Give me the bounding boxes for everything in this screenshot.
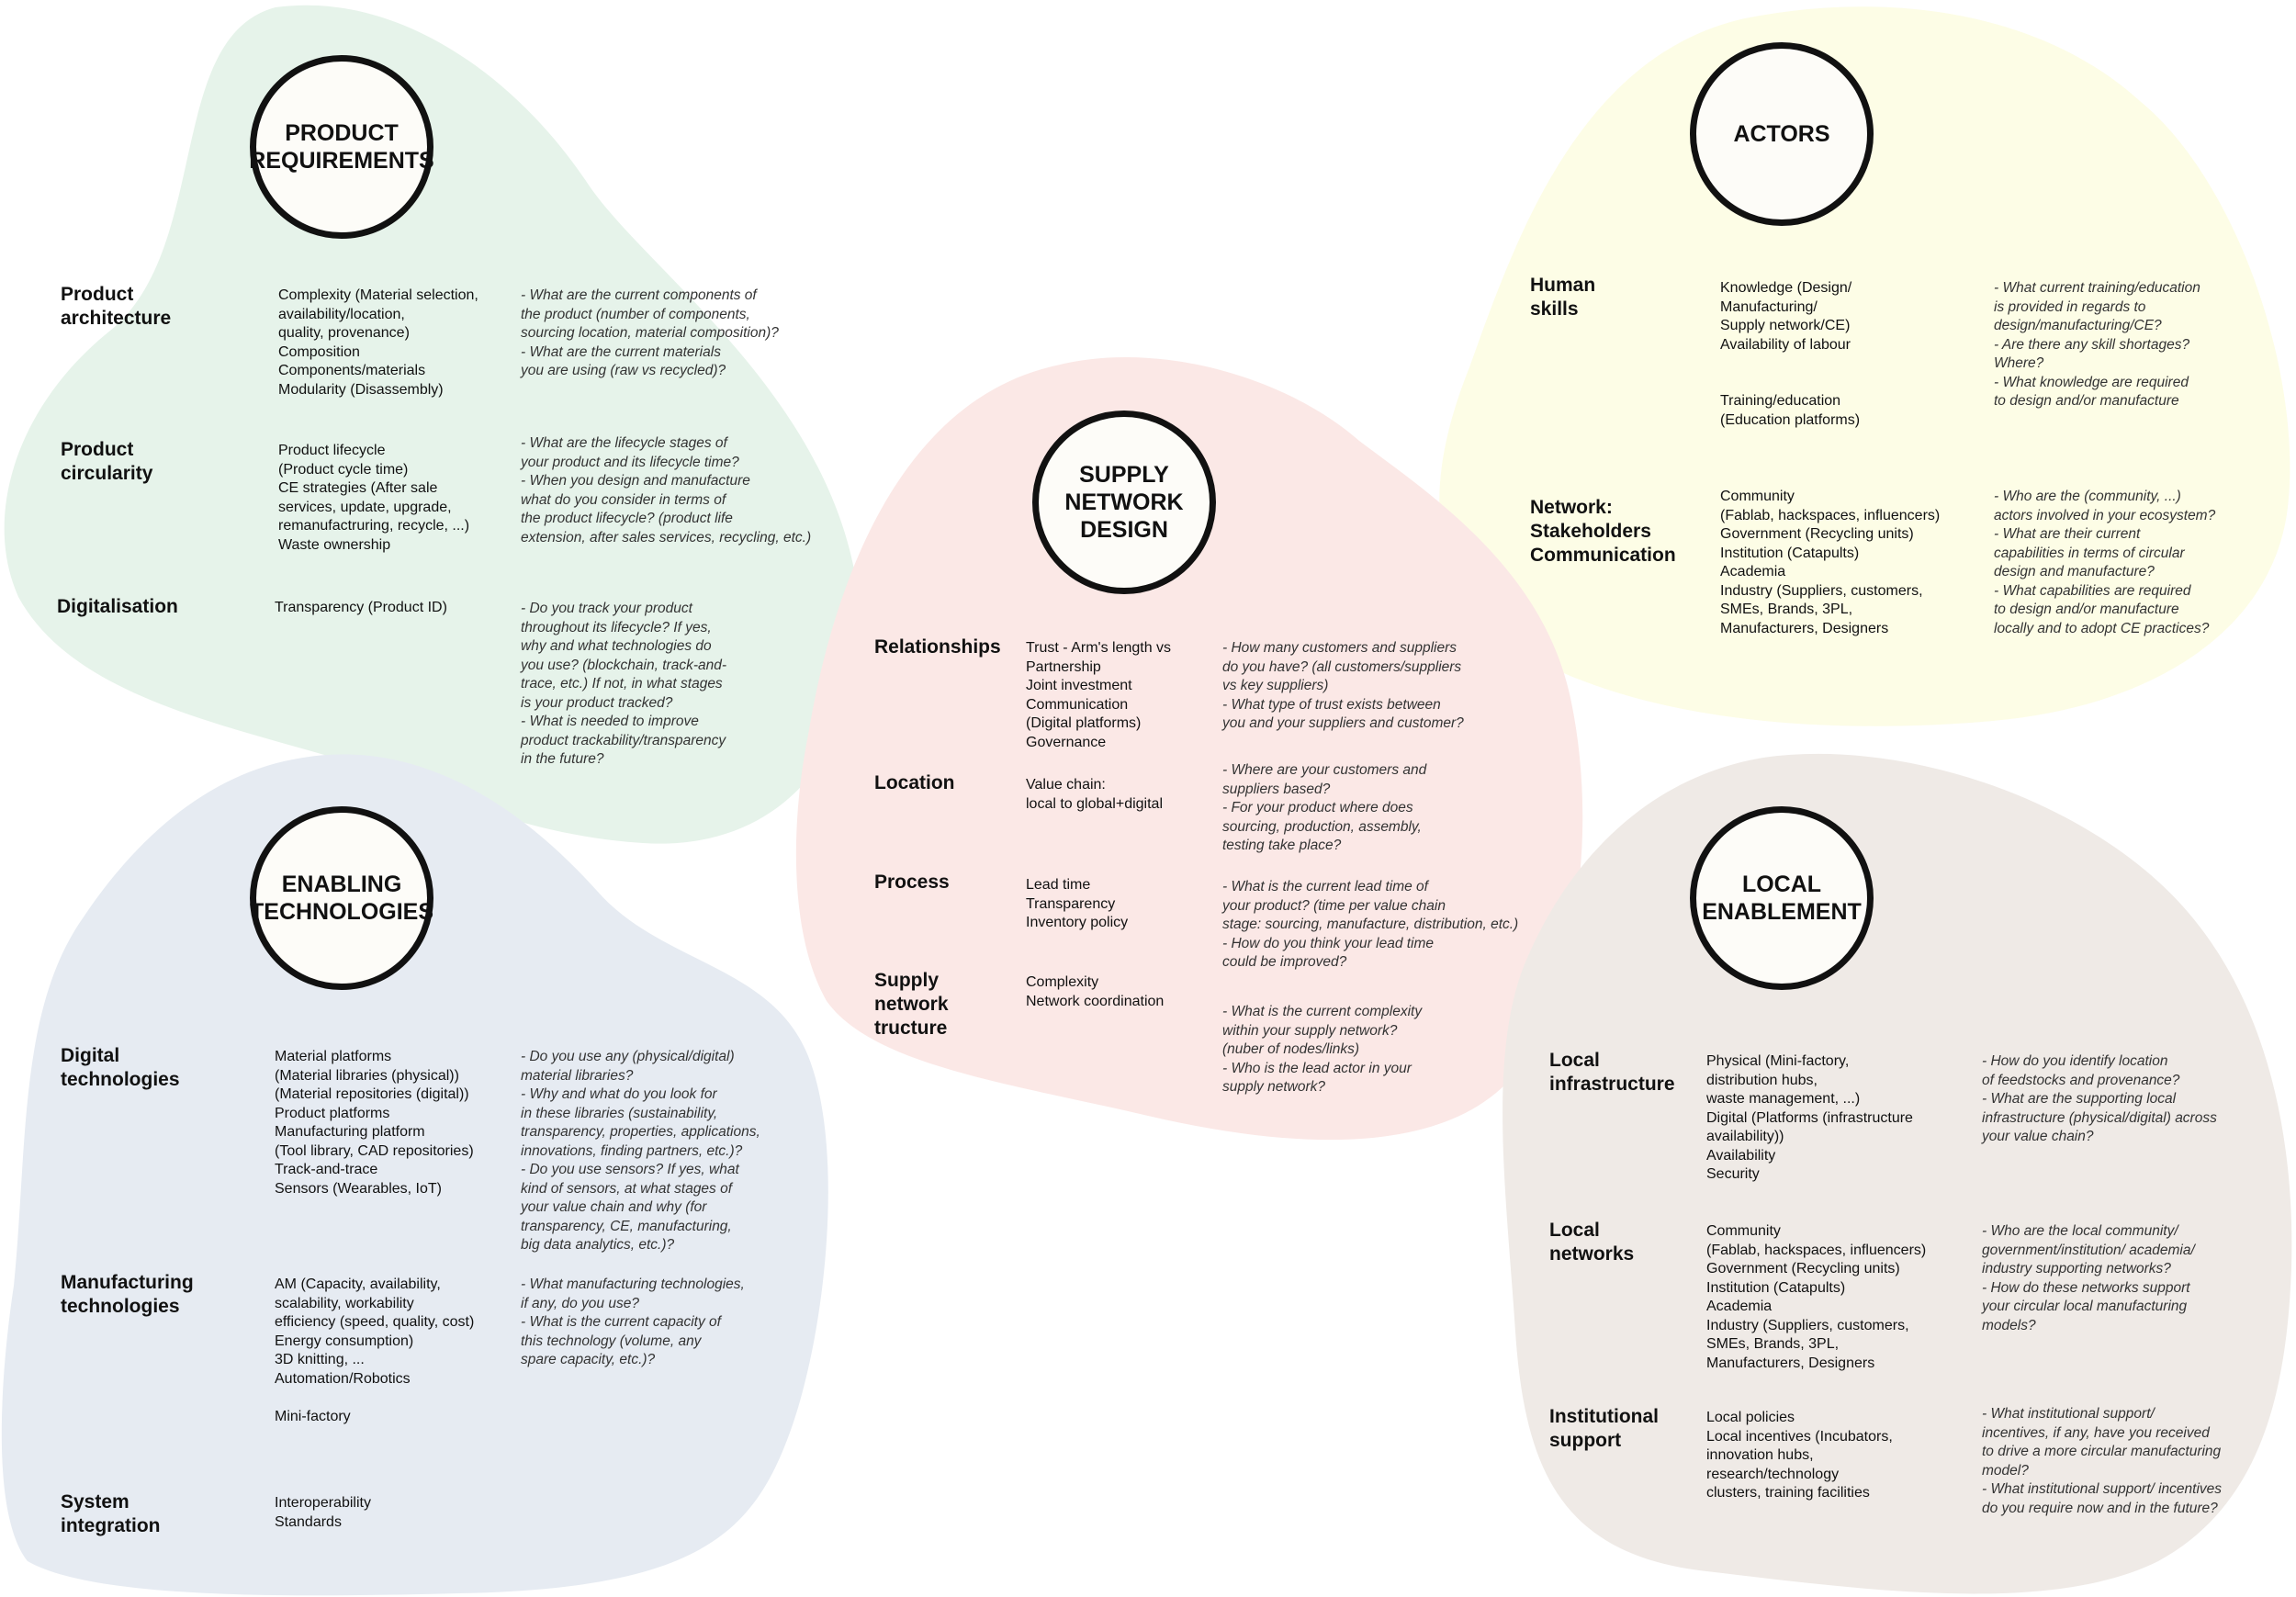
blob-enabling-technologies: [1, 754, 828, 1596]
location-attributes: Value chain: local to global+digital: [1026, 777, 1163, 812]
blob-product-requirements: [4, 5, 861, 844]
blob-local-enablement: [1503, 753, 2292, 1594]
supply-network-design-title: SUPPLY NETWORK DESIGN: [1032, 410, 1216, 594]
institutional-support-heading: Institutional support: [1549, 1406, 1659, 1451]
product-architecture-heading: Product architecture: [61, 284, 172, 329]
digitalisation-heading: Digitalisation: [57, 596, 178, 617]
digitalisation-questions: - Do you track your product throughout i…: [521, 601, 727, 767]
network-stakeholders-questions: - Who are the (community, ...) actors in…: [1994, 489, 2216, 636]
location-heading: Location: [874, 772, 955, 793]
supply-network-structure-attributes: Complexity Network coordination: [1026, 974, 1165, 1009]
blob-supply-network-design: [795, 356, 1583, 1141]
product-requirements-title: PRODUCT REQUIREMENTS: [249, 55, 434, 239]
local-networks-attributes: Community (Fablab, hackspaces, influence…: [1706, 1223, 1927, 1371]
human-skills-questions: - What current training/education is pro…: [1994, 280, 2200, 409]
manufacturing-technologies-attributes: AM (Capacity, availability, scalability,…: [275, 1276, 475, 1424]
local-networks-heading: Local networks: [1549, 1220, 1635, 1265]
product-architecture-questions: - What are the current components of the…: [521, 287, 779, 378]
institutional-support-questions: - What institutional support/ incentives…: [1982, 1406, 2223, 1516]
relationships-attributes: Trust - Arm's length vs Partnership Join…: [1026, 640, 1172, 750]
local-infrastructure-heading: Local infrastructure: [1549, 1050, 1675, 1095]
human-skills-heading: Human skills: [1530, 275, 1596, 320]
system-integration-attributes: Interoperability Standards: [275, 1495, 371, 1530]
blob-actors: [1439, 6, 2290, 726]
digital-technologies-questions: - Do you use any (physical/digital) mate…: [521, 1049, 760, 1253]
supply-network-structure-heading: Supply network tructure: [874, 970, 949, 1039]
enabling-technologies-title: ENABLING TECHNOLOGIES: [250, 806, 433, 990]
process-heading: Process: [874, 872, 950, 893]
product-circularity-questions: - What are the lifecycle stages of your …: [521, 435, 812, 545]
manufacturing-technologies-questions: - What manufacturing technologies, if an…: [521, 1276, 745, 1367]
network-stakeholders-heading: Network: Stakeholders Communication: [1530, 497, 1676, 566]
product-circularity-heading: Product circularity: [61, 439, 153, 484]
process-attributes: Lead time Transparency Inventory policy: [1026, 877, 1129, 930]
location-questions: - Where are your customers and suppliers…: [1222, 762, 1427, 853]
digital-technologies-heading: Digital technologies: [61, 1045, 180, 1090]
relationships-questions: - How many customers and suppliers do yo…: [1222, 640, 1464, 731]
digital-technologies-attributes: Material platforms (Material libraries (…: [275, 1049, 474, 1197]
local-infrastructure-questions: - How do you identify location of feedst…: [1982, 1053, 2217, 1144]
relationships-heading: Relationships: [874, 636, 1001, 658]
digitalisation-attributes: Transparency (Product ID): [275, 600, 447, 615]
local-infrastructure-attributes: Physical (Mini-factory, distribution hub…: [1706, 1053, 1913, 1182]
institutional-support-attributes: Local policies Local incentives (Incubat…: [1706, 1410, 1893, 1501]
network-stakeholders-attributes: Community (Fablab, hackspaces, influence…: [1720, 489, 1941, 636]
product-architecture-attributes: Complexity (Material selection, availabi…: [278, 287, 478, 398]
actors-title: ACTORS: [1690, 42, 1874, 226]
local-networks-questions: - Who are the local community/ governmen…: [1982, 1223, 2195, 1333]
process-questions: - What is the current lead time of your …: [1222, 879, 1519, 970]
manufacturing-technologies-heading: Manufacturing technologies: [61, 1272, 194, 1317]
human-skills-attributes: Knowledge (Design/ Manufacturing/ Supply…: [1720, 280, 1861, 428]
system-integration-heading: System integration: [61, 1491, 161, 1536]
supply-network-structure-questions: - What is the current complexity within …: [1222, 1004, 1423, 1095]
product-circularity-attributes: Product lifecycle (Product cycle time) C…: [278, 443, 470, 553]
local-enablement-title: LOCAL ENABLEMENT: [1690, 806, 1874, 990]
